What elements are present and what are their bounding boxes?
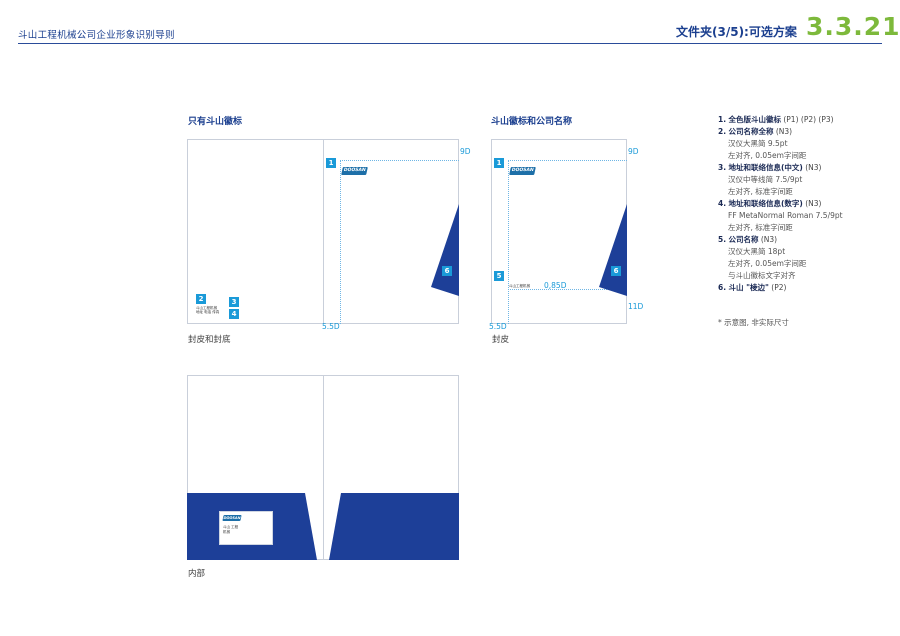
right-block-title: 斗山徽标和公司名称 [491,117,573,127]
tag-2: 2 [196,294,206,304]
doosan-logo: DOOSAN [509,167,536,175]
inner-caption: 内部 [188,569,206,579]
tag-6: 6 [442,266,452,276]
card-text: 机械 [223,530,230,534]
spec-item: 1. 全色版斗山徽标 (P1) (P2) (P3) [718,115,834,124]
section-title: 文件夹(3/5):可选方案 [676,25,797,39]
header-rule [18,43,882,44]
dim-5-5d: 5.5D [489,322,507,331]
right-guide-bottom [508,289,627,290]
tag-4: 4 [229,309,239,319]
right-guide-vertical [508,160,509,324]
tag-1: 1 [326,158,336,168]
dim-0-85d: 0,85D [544,281,567,290]
section-number: 3.3.21 [806,12,900,41]
left-caption: 封皮和封底 [188,335,231,345]
dim-5-5d: 5.5D [322,322,340,331]
right-caption: 封皮 [492,335,510,345]
spec-item: 5. 公司名称 (N3) 汉仪大黑简 18pt 左对齐, 0.05em字间距 与… [718,235,807,280]
address-block: 斗山工程机械 地址 电话 传真 [196,306,226,314]
left-guide-vertical [340,160,341,324]
address-line: 斗山工程机械 [196,306,217,310]
tag-1: 1 [494,158,504,168]
inner-fold-line [323,375,324,560]
tag-6: 6 [611,266,621,276]
spec-item: 3. 地址和联络信息(中文) (N3) 汉仪中等线简 7.5/9pt 左对齐, … [718,163,822,196]
spec-item: 4. 地址和联络信息(数字) (N3) FF MetaNormal Roman … [718,199,843,232]
dim-9d: 9D [460,147,471,156]
left-guide-horizontal [340,160,459,161]
address-line: 地址 电话 传真 [196,310,220,314]
spec-item: 6. 斗山 "棱边" (P2) [718,283,787,292]
dim-11d: 11D [628,302,644,311]
card-logo: DOOSAN [222,515,242,521]
doosan-edge-shape [431,204,459,296]
spec-list: 1. 全色版斗山徽标 (P1) (P2) (P3) 2. 公司名称全称 (N3)… [718,114,888,294]
left-fold-line [323,139,324,324]
spec-item: 2. 公司名称全称 (N3) 汉仪大黑简 9.5pt 左对齐, 0.05em字间… [718,127,807,160]
doosan-edge-shape [599,204,627,296]
business-card: DOOSAN 斗山 工程 机械 [219,511,273,545]
right-guide-horizontal [508,160,627,161]
card-text: 斗山 工程 [223,525,239,529]
dim-9d: 9D [628,147,639,156]
company-name-small: 斗山工程机械 [509,284,530,288]
left-block-title: 只有斗山徽标 [188,117,243,127]
note-not-to-scale: * 示意图, 非实际尺寸 [718,318,789,327]
document-title: 斗山工程机械公司企业形象识别导则 [18,30,175,41]
doosan-logo: DOOSAN [341,167,368,175]
tag-5: 5 [494,271,504,281]
tag-3: 3 [229,297,239,307]
